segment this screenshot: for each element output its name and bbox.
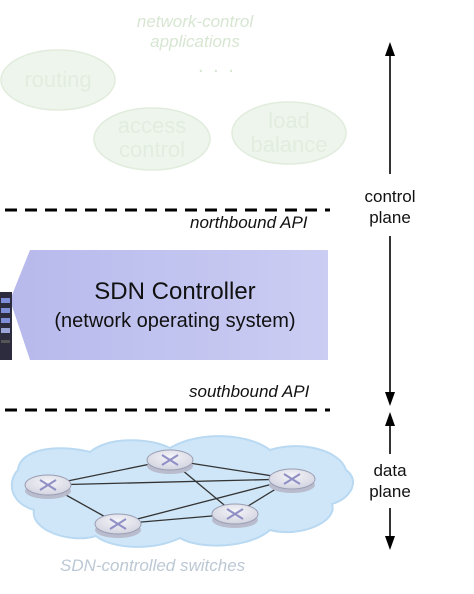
control-plane-label: control plane (350, 186, 430, 228)
switch-3 (268, 468, 316, 493)
northbound-api-label: northbound API (190, 213, 308, 232)
apps-title: network-control applications (120, 12, 270, 52)
switch-5 (211, 503, 259, 528)
routing-app-label: routing (24, 67, 92, 92)
data-plane-arrow (385, 412, 395, 550)
control-plane-line2: plane (369, 208, 411, 227)
access-control-app-ellipse (93, 107, 211, 171)
switch-4 (94, 513, 142, 538)
access-control-line1: access (117, 113, 187, 138)
data-plane-line2: plane (369, 482, 411, 501)
apps-ellipsis: . . . (198, 55, 236, 77)
access-control-line2: control (118, 137, 186, 162)
routing-app-ellipse (0, 49, 116, 111)
switches-caption: SDN-controlled switches (60, 556, 246, 575)
data-plane-label: data plane (350, 460, 430, 502)
load-balance-app-label: load balance (239, 109, 339, 157)
control-plane-arrow (385, 42, 395, 406)
control-plane-line1: control (364, 187, 416, 206)
server-icon (0, 292, 12, 360)
switch-2 (146, 449, 194, 474)
sdn-controller-box (10, 250, 328, 360)
data-plane-line1: data (373, 461, 407, 480)
apps-title-line1: network-control (136, 12, 254, 31)
load-balance-app-ellipse (231, 101, 347, 165)
sdn-controller-title: SDN Controller (94, 278, 256, 305)
load-balance-line1: load (268, 108, 310, 133)
southbound-api-label: southbound API (189, 382, 310, 401)
load-balance-line2: balance (250, 132, 328, 157)
switch-1 (24, 474, 72, 499)
access-control-app-label: access control (102, 114, 202, 162)
sdn-controller-subtitle: (network operating system) (54, 310, 296, 332)
apps-title-line2: applications (150, 32, 240, 51)
